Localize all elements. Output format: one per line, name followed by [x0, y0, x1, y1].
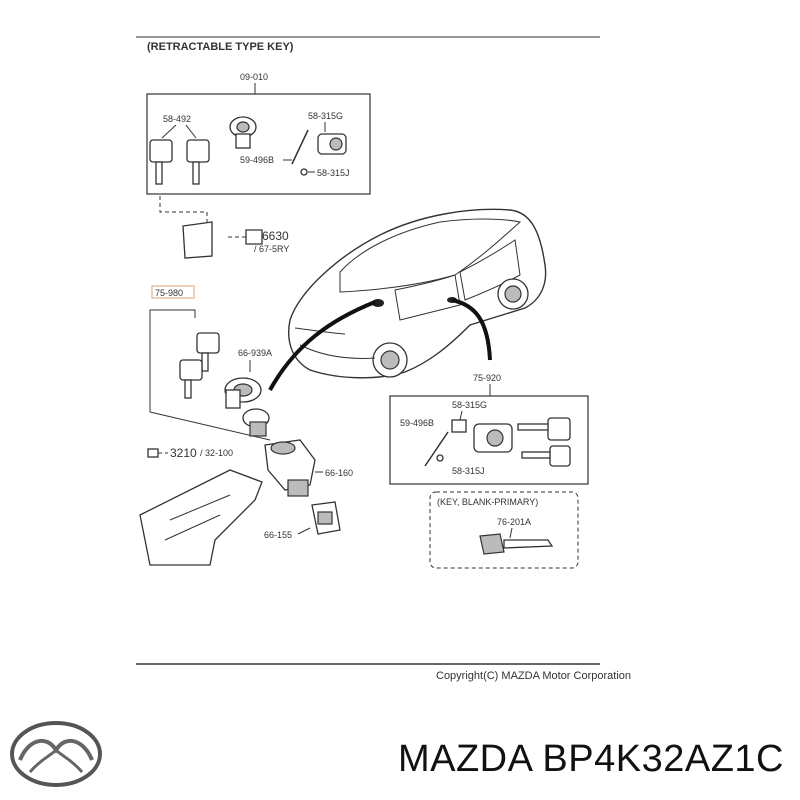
label-58-315J-bot: 58-315J — [452, 466, 485, 476]
bolt-icon — [147, 448, 168, 458]
key-icon — [196, 332, 220, 372]
key-set-box — [146, 93, 371, 195]
label-66-939A: 66-939A — [238, 348, 272, 358]
blank-key-box — [429, 491, 579, 569]
highlight-75-980 — [151, 285, 195, 299]
copyright-text: Copyright(C) MAZDA Motor Corporation — [436, 670, 632, 682]
key-fob-icon — [228, 229, 263, 245]
label-59-496B-top: 59-496B — [240, 155, 274, 165]
ignition-switch-icon — [224, 377, 262, 409]
label-75-980: 75-980 — [155, 288, 183, 298]
key-icon — [521, 445, 571, 467]
key-icon — [186, 139, 210, 185]
diagram-header: (RETRACTABLE TYPE KEY) — [147, 41, 294, 53]
label-59-496B-bot: 59-496B — [400, 418, 434, 428]
label-58-315J-top: 58-315J — [317, 168, 350, 178]
key-icon — [517, 417, 571, 441]
label-66-155: 66-155 — [264, 530, 292, 540]
part-title: MAZDA BP4K32AZ1C — [397, 738, 784, 780]
clip-icon — [436, 454, 444, 462]
label-66-160: 66-160 — [325, 468, 353, 478]
label-58-315G-top: 58-315G — [308, 111, 343, 121]
key-cover-icon — [182, 221, 213, 259]
rod-icon — [424, 431, 449, 467]
key-icon — [149, 139, 173, 185]
label-75-920: 75-920 — [473, 373, 501, 383]
door-lock-set-box — [389, 395, 589, 485]
ignition-knob-icon — [242, 408, 270, 437]
clip-icon — [300, 168, 308, 176]
label-58-492: 58-492 — [163, 114, 191, 124]
label-6630: 6630 — [262, 229, 289, 243]
label-32-100: / 32-100 — [200, 448, 233, 458]
label-09-010: 09-010 — [240, 72, 268, 82]
label-67-5RY: / 67-5RY — [254, 244, 289, 254]
rod-icon — [291, 129, 309, 165]
pointer-arrow-door — [451, 298, 492, 361]
label-58-315G-bot: 58-315G — [452, 400, 487, 410]
label-76-201A: 76-201A — [497, 517, 531, 527]
ignition-switch-icon — [311, 501, 341, 535]
door-lock-cylinder-icon — [473, 423, 513, 453]
lock-cylinder-icon — [317, 133, 347, 155]
blank-key-icon — [479, 533, 554, 555]
car-illustration — [288, 208, 547, 379]
mazda-logo-icon — [10, 721, 102, 787]
lock-cylinder-cap-icon — [451, 419, 467, 433]
ignition-knob-icon — [229, 116, 257, 149]
label-3210: 3210 — [170, 446, 197, 460]
pointer-arrow-ignition — [268, 300, 376, 391]
steering-lock-icon — [264, 439, 316, 497]
steering-column-icon — [139, 469, 263, 566]
key-icon — [179, 359, 203, 399]
blank-key-header: (KEY, BLANK-PRIMARY) — [437, 497, 538, 507]
